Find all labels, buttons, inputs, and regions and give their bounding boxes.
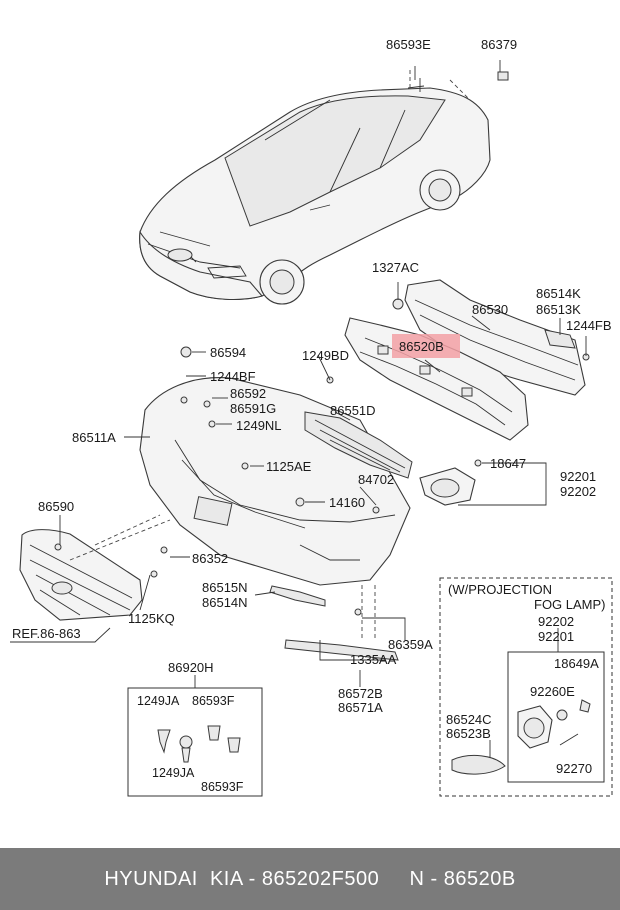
part-labels: 86593E 86379 1327AC 86514K 86513K 86530 … — [12, 37, 612, 794]
label-14160: 14160 — [329, 495, 365, 510]
label-86593e: 86593E — [386, 37, 431, 52]
highlight-86520b — [392, 334, 460, 358]
label-fog-18649a: 18649A — [554, 656, 599, 671]
lower-strip-86515n — [269, 585, 326, 607]
ref-leader — [10, 627, 111, 643]
label-86592: 86592 — [230, 386, 266, 401]
label-86359a: 86359A — [388, 637, 433, 652]
label-86593f-bottom: 86593F — [201, 780, 244, 794]
label-1249nl: 1249NL — [236, 418, 282, 433]
label-86515n: 86515N — [202, 580, 248, 595]
label-84702: 84702 — [358, 472, 394, 487]
label-1244bf: 1244BF — [210, 369, 256, 384]
lower-grille — [304, 411, 413, 479]
label-86593f-top: 86593F — [192, 694, 235, 708]
label-86590: 86590 — [38, 499, 74, 514]
fog-lamp-assembly — [419, 467, 476, 506]
radiator-grille — [19, 529, 143, 621]
label-fog-title-2: FOG LAMP) — [534, 597, 606, 612]
label-86572b: 86572B — [338, 686, 383, 701]
label-fog-86524c: 86524C — [446, 712, 492, 727]
label-fog-title-1: (W/PROJECTION — [448, 582, 552, 597]
label-86594: 86594 — [210, 345, 246, 360]
fasteners — [54, 298, 590, 616]
label-86520b: 86520B — [399, 339, 444, 354]
label-1249ja-bottom: 1249JA — [152, 766, 195, 780]
label-fog-92201: 92201 — [538, 629, 574, 644]
exploded-parts-diagram: 86593E 86379 1327AC 86514K 86513K 86530 … — [10, 37, 613, 797]
label-86352: 86352 — [192, 551, 228, 566]
label-fog-92270: 92270 — [556, 761, 592, 776]
label-86530: 86530 — [472, 302, 508, 317]
label-1244fb: 1244FB — [566, 318, 612, 333]
label-86920h: 86920H — [168, 660, 214, 675]
label-1327ac: 1327AC — [372, 260, 419, 275]
label-fog-92260e: 92260E — [530, 684, 575, 699]
label-86571a: 86571A — [338, 700, 383, 715]
lower-strip-86572b — [284, 639, 399, 661]
footer-part-number: HYUNDAI KIA - 865202F500 N - 86520B — [104, 868, 516, 890]
hardware-kit-box — [127, 687, 263, 797]
label-ref-86-863: REF.86-863 — [12, 626, 81, 641]
footer-bar: HYUNDAI KIA - 865202F500 N - 86520B — [0, 848, 620, 910]
label-86514n: 86514N — [202, 595, 248, 610]
label-1125kq: 1125KQ — [128, 611, 175, 626]
projection-fog-lamp-box — [439, 577, 613, 797]
leader-lines — [59, 60, 587, 688]
car-illustration — [139, 87, 491, 305]
label-86591g: 86591G — [230, 401, 276, 416]
label-92201: 92201 — [560, 469, 596, 484]
label-fog-92202: 92202 — [538, 614, 574, 629]
label-1125ae: 1125AE — [266, 459, 312, 474]
label-1249bd: 1249BD — [302, 348, 349, 363]
label-fog-86523b: 86523B — [446, 726, 491, 741]
part-86379-icon — [497, 71, 509, 81]
label-86511a: 86511A — [72, 430, 116, 445]
label-18647: 18647 — [490, 456, 526, 471]
label-86514k: 86514K — [536, 286, 581, 301]
label-1249ja-top: 1249JA — [137, 694, 180, 708]
label-86513k: 86513K — [536, 302, 581, 317]
label-86379: 86379 — [481, 37, 517, 52]
bumper-reinforcement-beam — [404, 279, 586, 396]
label-92202: 92202 — [560, 484, 596, 499]
label-1335aa: 1335AA — [350, 652, 397, 667]
label-86551d: 86551D — [330, 403, 376, 418]
